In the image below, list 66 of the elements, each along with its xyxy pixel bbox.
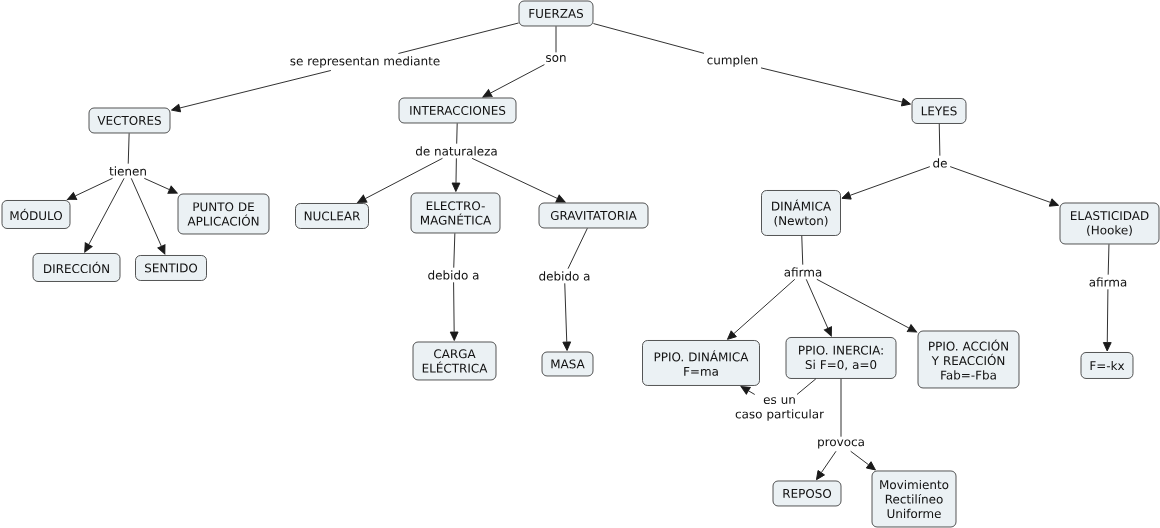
linking-phrase: afirma [1089, 277, 1127, 287]
concept-box: DIRECCIÓN [32, 253, 121, 282]
concept-box: MASA [541, 351, 594, 377]
arrow [841, 166, 931, 200]
linking-phrase: debido a [428, 270, 479, 280]
concept-box: FUERZAS [518, 0, 594, 27]
linking-phrase: tienen [109, 166, 146, 176]
connector-line [397, 22, 520, 54]
concept-box: MÓDULO [1, 200, 71, 229]
linking-phrase: son [546, 55, 566, 62]
connector-line [567, 227, 588, 270]
arrow [816, 450, 837, 481]
connector-line [796, 378, 817, 395]
connector-line [592, 23, 705, 54]
concept-box: NUCLEAR [295, 203, 369, 229]
concept-box: F=-kx [1080, 352, 1134, 379]
linking-phrase: debido a [539, 271, 590, 281]
arrow [84, 177, 125, 253]
arrow [562, 282, 572, 351]
concept-box: REPOSO [772, 480, 842, 507]
connector-line [456, 122, 458, 145]
arrow [805, 278, 832, 337]
concept-box: DINÁMICA (Newton) [761, 190, 841, 236]
arrow [949, 166, 1059, 207]
concept-box: PUNTO DE APLICACIÓN [177, 193, 270, 235]
linking-phrase: afirma [784, 267, 822, 277]
concept-box: Movimiento Rectilíneo Uniforme [871, 470, 957, 528]
arrow [449, 281, 459, 341]
arrow [130, 177, 166, 255]
concept-box: SENTIDO [135, 255, 207, 281]
connector-line [840, 378, 842, 438]
arrow [143, 177, 178, 194]
arrow [471, 157, 566, 203]
arrow [171, 70, 332, 113]
arrow [482, 64, 545, 98]
arrow [727, 278, 796, 340]
concept-box: CARGA ELÉCTRICA [412, 341, 497, 381]
arrow [451, 157, 461, 192]
linking-phrase: se representan mediante [290, 56, 440, 68]
connector-line [801, 235, 804, 266]
concept-box: PPIO. INERCIA: Si F=0, a=0 [785, 337, 897, 379]
connector-line [938, 123, 941, 157]
arrow [67, 177, 113, 201]
concept-box: PPIO. ACCIÓN Y REACCIÓN Fab=-Fba [917, 330, 1020, 389]
arrow [850, 450, 876, 471]
connector-line [127, 132, 130, 165]
concept-box: PPIO. DINÁMICA F=ma [642, 340, 760, 386]
linking-phrase: de naturaleza [415, 146, 497, 156]
arrow [357, 157, 443, 204]
linking-phrase: de [933, 158, 947, 168]
concept-box: VECTORES [88, 107, 171, 134]
arrow [816, 278, 918, 333]
linking-phrase: provoca [818, 439, 864, 449]
linking-phrase: cumplen [707, 55, 758, 67]
arrow [1102, 288, 1112, 352]
concept-box: ELASTICIDAD (Hooke) [1059, 202, 1160, 245]
concept-box: GRAVITATORIA [538, 202, 649, 229]
connector-line [453, 232, 456, 269]
arrow [760, 67, 911, 107]
concept-box: INTERACCIONES [398, 97, 517, 124]
linking-phrase: es un caso particular [735, 397, 824, 421]
concept-box: LEYES [911, 98, 967, 124]
arrow [740, 386, 756, 395]
connector-line [555, 25, 557, 53]
concept-box: ELECTRO- MAGNÉTICA [410, 192, 501, 234]
connector-line [1107, 243, 1110, 276]
